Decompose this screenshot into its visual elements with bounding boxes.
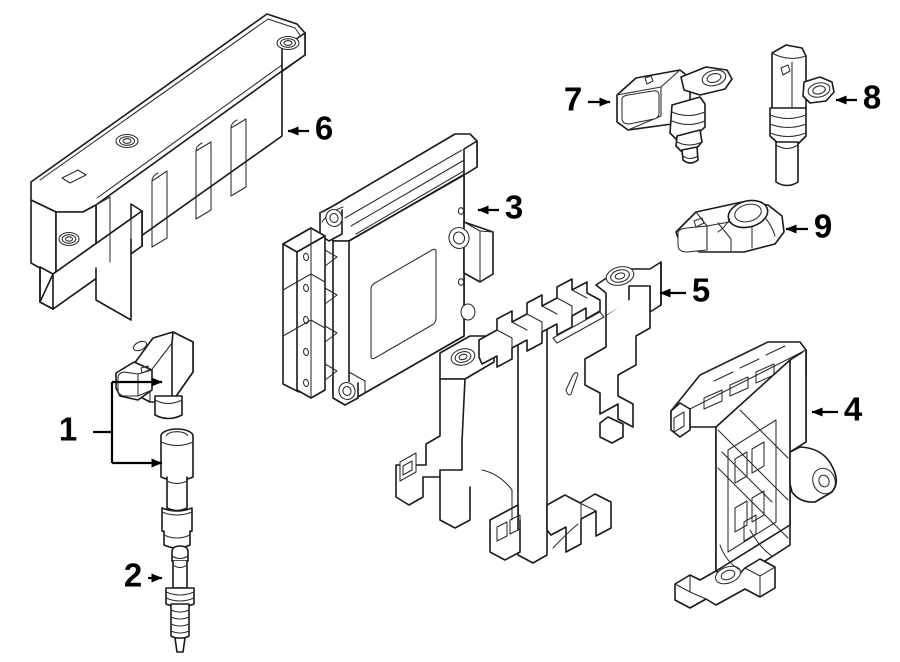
callout-label-8: 8 bbox=[863, 79, 881, 116]
callout-label-1: 1 bbox=[59, 411, 77, 448]
callout-label-5: 5 bbox=[692, 272, 710, 309]
part-crankshaft-position-sensor bbox=[769, 44, 835, 187]
part-knock-sensor bbox=[675, 199, 785, 253]
callout-label-9: 9 bbox=[814, 208, 832, 245]
part-ecm-bracket-right bbox=[670, 341, 838, 609]
callout-label-4: 4 bbox=[844, 391, 863, 428]
callout-label-3: 3 bbox=[505, 189, 523, 226]
part-ignition-coil bbox=[115, 331, 194, 420]
part-ecm-cover bbox=[30, 13, 306, 321]
part-ecm-bracket-center bbox=[395, 261, 662, 564]
part-ignition-coil-boot bbox=[160, 428, 194, 549]
callout-label-6: 6 bbox=[315, 110, 333, 147]
callout-1-leader bbox=[93, 377, 163, 468]
part-camshaft-position-sensor bbox=[616, 66, 733, 164]
part-spark-plug bbox=[165, 545, 195, 653]
callout-label-2: 2 bbox=[124, 557, 142, 594]
part-engine-control-module bbox=[282, 133, 494, 406]
callout-label-7: 7 bbox=[564, 81, 582, 118]
